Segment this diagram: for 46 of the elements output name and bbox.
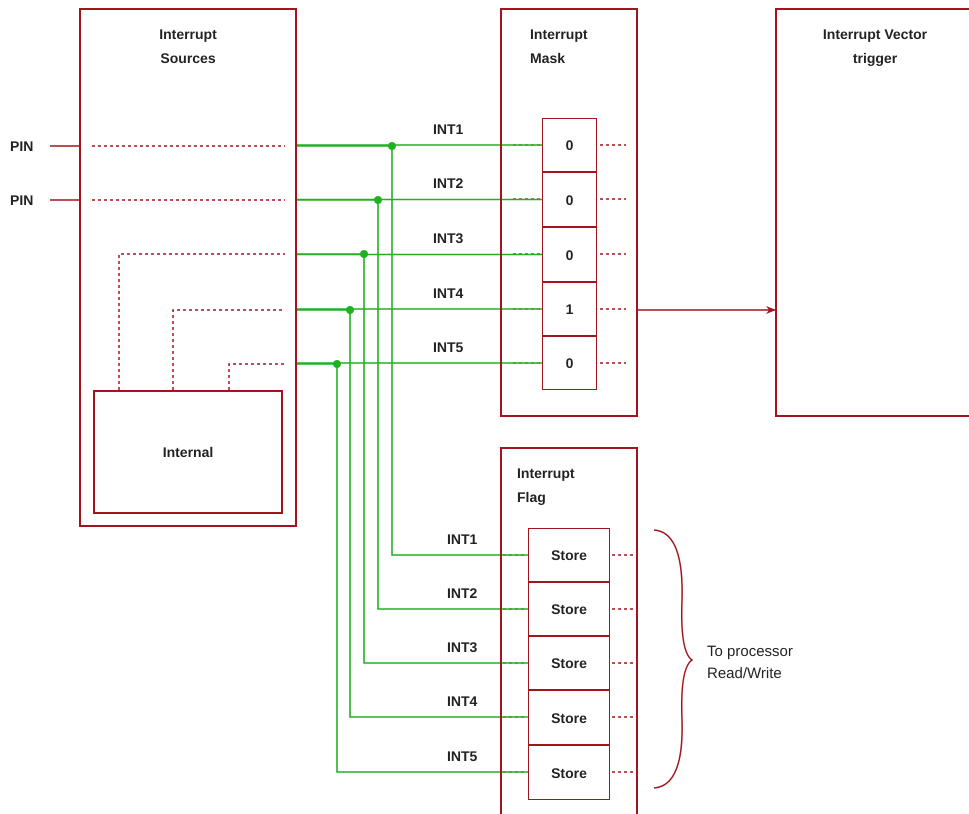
- register-cell: Store: [528, 745, 610, 800]
- connector-line: [297, 253, 528, 664]
- edge-label: INT2: [433, 175, 464, 191]
- block-title: Interrupt Flag: [517, 464, 576, 507]
- block-title: Interrupt Sources: [158, 25, 218, 68]
- register-cell: Store: [528, 528, 610, 582]
- edge-label: INT3: [433, 230, 464, 246]
- register-cell: Store: [528, 582, 610, 636]
- edge-label: INT5: [433, 339, 464, 355]
- register-cell: 0: [542, 336, 597, 390]
- connector-line: [297, 145, 528, 556]
- block-box: [93, 390, 283, 514]
- pin-label: PIN: [10, 136, 50, 156]
- block-box: [500, 8, 638, 417]
- edge-label: INT1: [433, 121, 464, 137]
- pin-label: PIN: [10, 190, 50, 210]
- connector-line: [297, 308, 542, 310]
- edge-label: INT3: [447, 639, 478, 655]
- register-cell: Store: [528, 636, 610, 690]
- edge-label: INT1: [447, 531, 478, 547]
- connector-line: [297, 144, 542, 146]
- register-cell: 0: [542, 227, 597, 282]
- connector-line: [50, 145, 79, 147]
- edge-label: INT2: [447, 585, 478, 601]
- register-cell: Store: [528, 690, 610, 745]
- register-cell: 0: [542, 172, 597, 227]
- block-box: [775, 8, 969, 417]
- edge-label: INT5: [447, 748, 478, 764]
- connector-line: [297, 199, 528, 610]
- connector-line: [297, 363, 528, 773]
- register-cell: 0: [542, 118, 597, 172]
- block-box: [79, 8, 297, 527]
- note-text: To processor Read/Write: [707, 642, 794, 684]
- arrow: [638, 306, 776, 314]
- register-cell: 1: [542, 282, 597, 336]
- block-box: [500, 447, 638, 814]
- connector-line: [297, 254, 542, 256]
- connector-line: [50, 199, 79, 201]
- connector-line: [297, 309, 528, 718]
- block-title: Interrupt Vector trigger: [822, 25, 928, 68]
- block-title: Interrupt Mask: [530, 25, 589, 68]
- connector-line: [297, 362, 542, 364]
- block-label: Internal: [162, 443, 214, 462]
- edge-label: INT4: [447, 693, 478, 709]
- edge-label: INT4: [433, 285, 464, 301]
- connector-line: [297, 198, 542, 200]
